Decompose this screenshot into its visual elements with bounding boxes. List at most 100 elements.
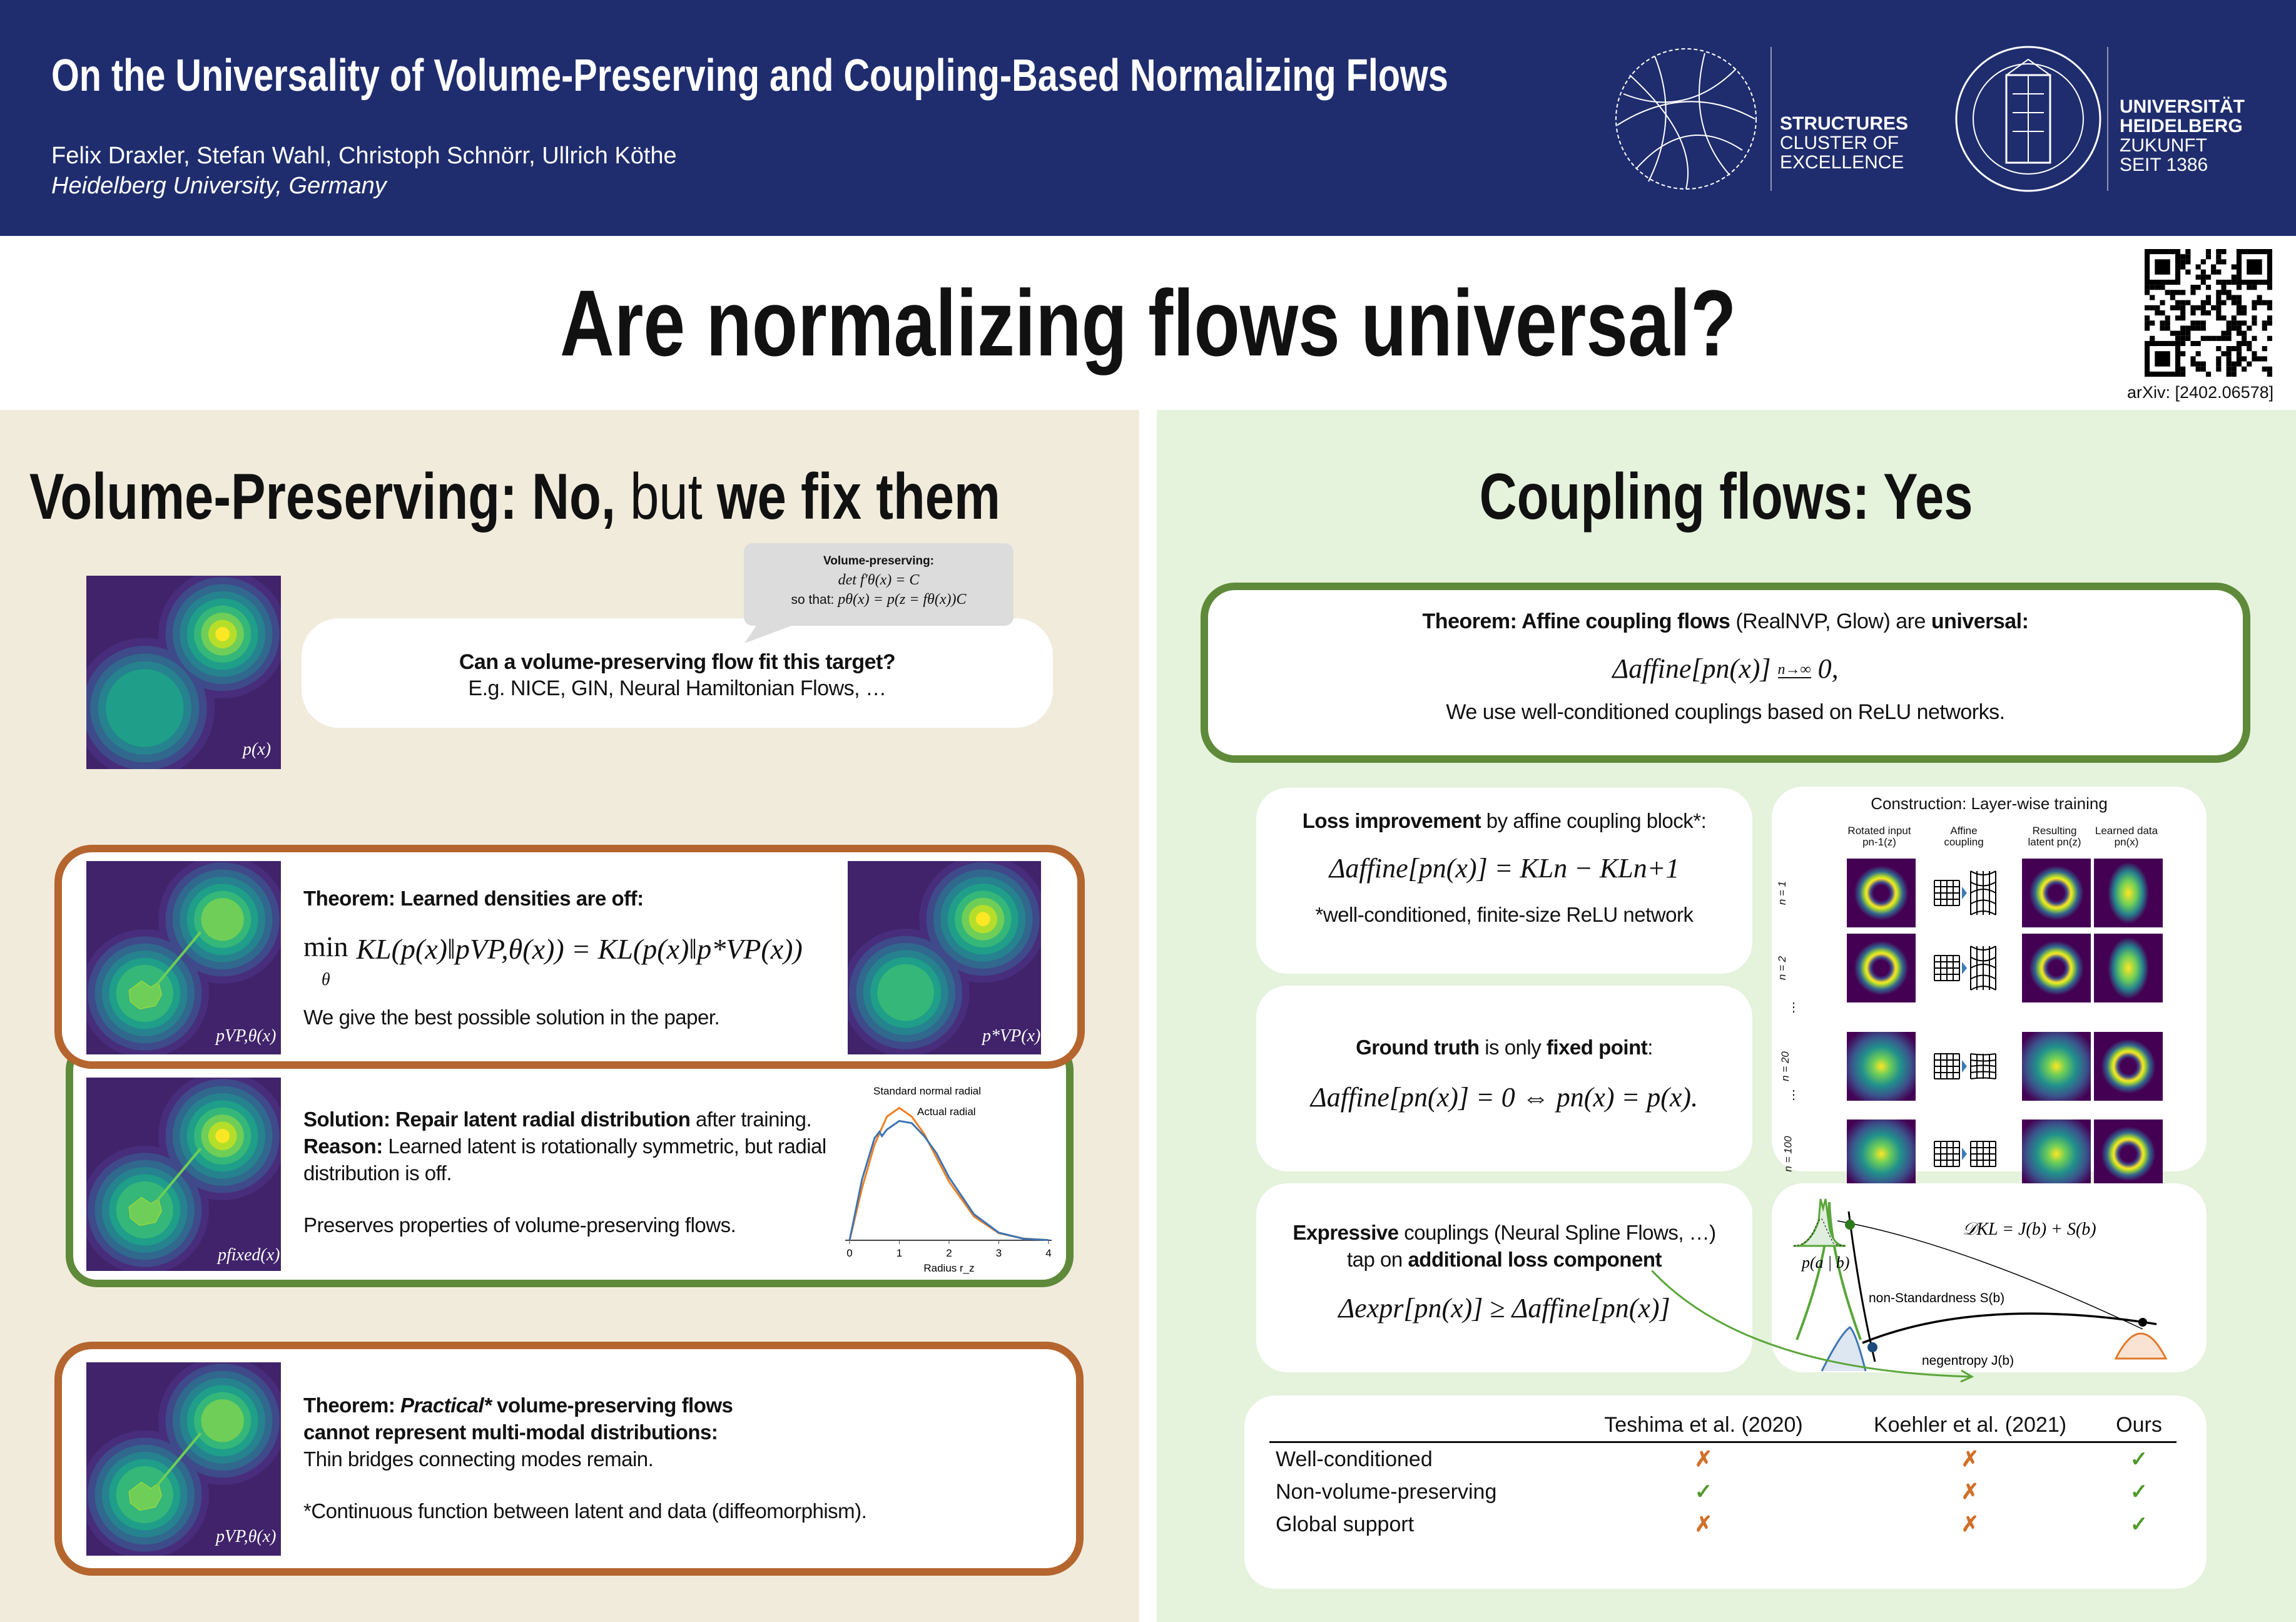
x-axis-label: Radius r_z [923, 1262, 974, 1274]
theorem1-text: We give the best possible solution in th… [303, 1006, 720, 1029]
cross-icon: ✗ [1694, 1447, 1713, 1471]
fixed-density-image [86, 1078, 281, 1271]
cross-icon: ✗ [1961, 1512, 1979, 1536]
coupling-grid-icon [1934, 1053, 1996, 1079]
left-heading: Volume-Preserving: No, but we fix them [29, 461, 1000, 533]
coupling-grid-icon [1934, 946, 1996, 991]
construction-row-label: n = 2 [1776, 956, 1789, 981]
theorem2-text: Theorem: Practical* volume-preserving fl… [303, 1394, 867, 1523]
legend-label: Standard normal radial [873, 1085, 981, 1097]
density-thumbnail [1847, 859, 1916, 927]
target-label: p(x) [243, 740, 272, 759]
arxiv-id[interactable]: arXiv: [2402.06578] [2127, 383, 2274, 402]
row-label: Global support [1276, 1512, 1415, 1536]
x-tick-label: 2 [946, 1247, 952, 1259]
loss-improvement-box: Loss improvement by affine coupling bloc… [1256, 788, 1752, 974]
construction-column-header: Rotated input pn-1(z) [1847, 825, 1911, 848]
ground-truth-box: Ground truth is only fixed point: Δaffin… [1256, 986, 1752, 1171]
coupling-grid-icon [1934, 870, 1996, 916]
poster-title: On the Universality of Volume-Preserving… [51, 51, 1448, 101]
col-teshima: Teshima et al. (2020) [1604, 1413, 1803, 1437]
vp-label: pVP,θ(x) [216, 1026, 277, 1046]
vp-bridge-label: pVP,θ(x) [216, 1527, 277, 1546]
table-row: Global support ✗ ✗ ✓ [1269, 1508, 2177, 1541]
vp-bridge-density-image [86, 1362, 281, 1556]
check-icon: ✓ [2130, 1480, 2148, 1504]
comparison-table-box: Teshima et al. (2020) Koehler et al. (202… [1244, 1395, 2207, 1589]
university-seal-icon [1955, 46, 2101, 192]
density-thumbnail [2094, 1120, 2163, 1188]
col-ours: Ours [2116, 1413, 2162, 1437]
cross-icon: ✗ [1694, 1512, 1713, 1536]
volume-preserving-callout: Volume-preserving: det f′θ(x) = C so tha… [744, 543, 1013, 626]
check-icon: ✓ [2130, 1447, 2148, 1471]
x-tick-label: 4 [1045, 1247, 1051, 1259]
construction-column-header: Resulting latent pn(z) [2028, 825, 2081, 848]
negentropy-label: negentropy J(b) [1922, 1354, 2014, 1368]
structures-logo-icon [1615, 48, 1757, 190]
kl-decomposition-diagram: p(a | b) 𝒟KL = J(b) + S(b) non-Standardn… [1793, 1198, 2168, 1372]
construction-row-label: n = 1 [1776, 880, 1789, 905]
optimal-vp-label: p*VP(x) [982, 1026, 1041, 1046]
vp-density-image [86, 861, 281, 1054]
density-thumbnail [2094, 859, 2163, 927]
ellipsis: ⋮ [1787, 1001, 1800, 1014]
conditional-label: p(a | b) [1801, 1253, 1849, 1272]
expressive-couplings-box: Expressive couplings (Neural Spline Flow… [1256, 1183, 1752, 1372]
coupling-grid-icon [1934, 1141, 1996, 1167]
header: On the Universality of Volume-Preserving… [0, 0, 2296, 236]
right-heading: Coupling flows: Yes [1480, 461, 1973, 533]
cross-icon: ✗ [1961, 1447, 1979, 1471]
col-koehler: Koehler et al. (2021) [1874, 1413, 2067, 1437]
construction-box: Construction: Layer-wise training Rotate… [1772, 787, 2207, 1188]
construction-row-label: n = 20 [1779, 1051, 1791, 1081]
series-line-0 [848, 1106, 1049, 1242]
density-thumbnail [2022, 859, 2091, 927]
fixed-label: pfixed(x) [218, 1245, 280, 1265]
density-thumbnail [1847, 1032, 1916, 1101]
table-row: Non-volume-preserving ✓ ✗ ✓ [1269, 1476, 2177, 1508]
check-icon: ✓ [2130, 1512, 2148, 1536]
density-thumbnail [1847, 934, 1916, 1002]
ellipsis: ⋮ [1787, 1088, 1800, 1102]
expressive-arrow-icon [1652, 1270, 1974, 1383]
affiliation: Heidelberg University, Germany [51, 173, 387, 199]
x-tick-label: 1 [897, 1247, 902, 1259]
non-standardness-label: non-Standardness S(b) [1869, 1291, 2004, 1305]
x-tick-label: 0 [846, 1247, 852, 1259]
x-tick-label: 3 [996, 1247, 1002, 1259]
density-thumbnail [2022, 1032, 2091, 1101]
cross-icon: ✗ [1961, 1480, 1979, 1504]
row-label: Well-conditioned [1276, 1447, 1433, 1471]
main-title: Are normalizing flows universal? [559, 270, 1737, 375]
callout-pointer-icon [744, 625, 795, 643]
comparison-table: Teshima et al. (2020) Koehler et al. (202… [1269, 1409, 2177, 1541]
density-thumbnail [2022, 934, 2091, 1002]
qr-code-icon[interactable] [2145, 249, 2272, 377]
density-thumbnail [2022, 1120, 2091, 1188]
table-row: Well-conditioned ✗ ✗ ✓ [1269, 1442, 2177, 1476]
optimal-vp-density-image [848, 861, 1041, 1054]
kl-decomposition-box: p(a | b) 𝒟KL = J(b) + S(b) non-Standardn… [1772, 1183, 2207, 1372]
construction-column-header: Learned data pn(x) [2095, 825, 2158, 848]
authors: Felix Draxler, Stefan Wahl, Christoph Sc… [51, 143, 677, 169]
target-density-image [86, 576, 281, 769]
construction-row-label: n = 100 [1782, 1136, 1794, 1172]
kl-equation: 𝒟KL = J(b) + S(b) [1963, 1220, 2096, 1239]
density-thumbnail [1847, 1120, 1916, 1188]
legend-label: Actual radial [917, 1106, 976, 1118]
density-thumbnail [2094, 934, 2163, 1002]
density-thumbnail [2094, 1032, 2163, 1101]
series-line-1 [848, 1120, 1049, 1242]
solution-text: Solution: Repair latent radial distribut… [303, 1108, 826, 1237]
check-icon: ✓ [1694, 1480, 1713, 1504]
construction-column-header: Affine coupling [1944, 825, 1984, 848]
row-label: Non-volume-preserving [1276, 1479, 1497, 1504]
theorem1-title: Theorem: Learned densities are off: [303, 887, 644, 910]
question-bubble: Can a volume-preserving flow fit this ta… [302, 618, 1053, 728]
coupling-theorem-box: Theorem: Affine coupling flows (RealNVP,… [1201, 583, 2250, 763]
